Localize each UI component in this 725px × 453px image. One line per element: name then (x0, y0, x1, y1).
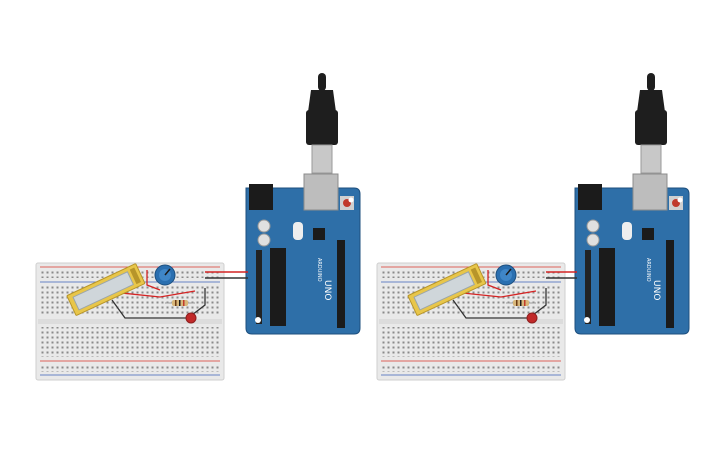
circuit-1: UNO ARDUINO (35, 73, 361, 381)
board-model-label: UNO (322, 280, 332, 300)
usb-port (303, 173, 339, 211)
board-brand-label: ARDUINO (645, 258, 651, 282)
usb-cable[interactable] (306, 73, 338, 174)
power-header (256, 250, 262, 324)
arduino-uno-board[interactable]: UNO ARDUINO (574, 173, 690, 335)
atmega-chip (599, 248, 615, 326)
lcd-module[interactable] (407, 263, 487, 316)
resistor[interactable] (506, 300, 536, 306)
board-brand-label: ARDUINO (316, 258, 322, 282)
circuit-2: UNO ARDUINO (376, 73, 690, 381)
lcd-module[interactable] (66, 263, 146, 316)
usb-cable[interactable] (635, 73, 667, 174)
power-header (585, 250, 591, 324)
usb-port (632, 173, 668, 211)
potentiometer[interactable] (154, 264, 176, 286)
crystal (293, 222, 303, 240)
led[interactable] (526, 312, 538, 324)
capacitor (257, 219, 271, 233)
digital-header (666, 240, 674, 328)
arduino-uno-board[interactable]: UNO ARDUINO (245, 173, 361, 335)
crystal (622, 222, 632, 240)
digital-header (337, 240, 345, 328)
capacitor (586, 219, 600, 233)
power-jack (249, 184, 273, 210)
potentiometer[interactable] (495, 264, 517, 286)
board-model-label: UNO (651, 280, 661, 300)
resistor[interactable] (165, 300, 195, 306)
power-jack (578, 184, 602, 210)
led[interactable] (185, 312, 197, 324)
atmega-chip (270, 248, 286, 326)
